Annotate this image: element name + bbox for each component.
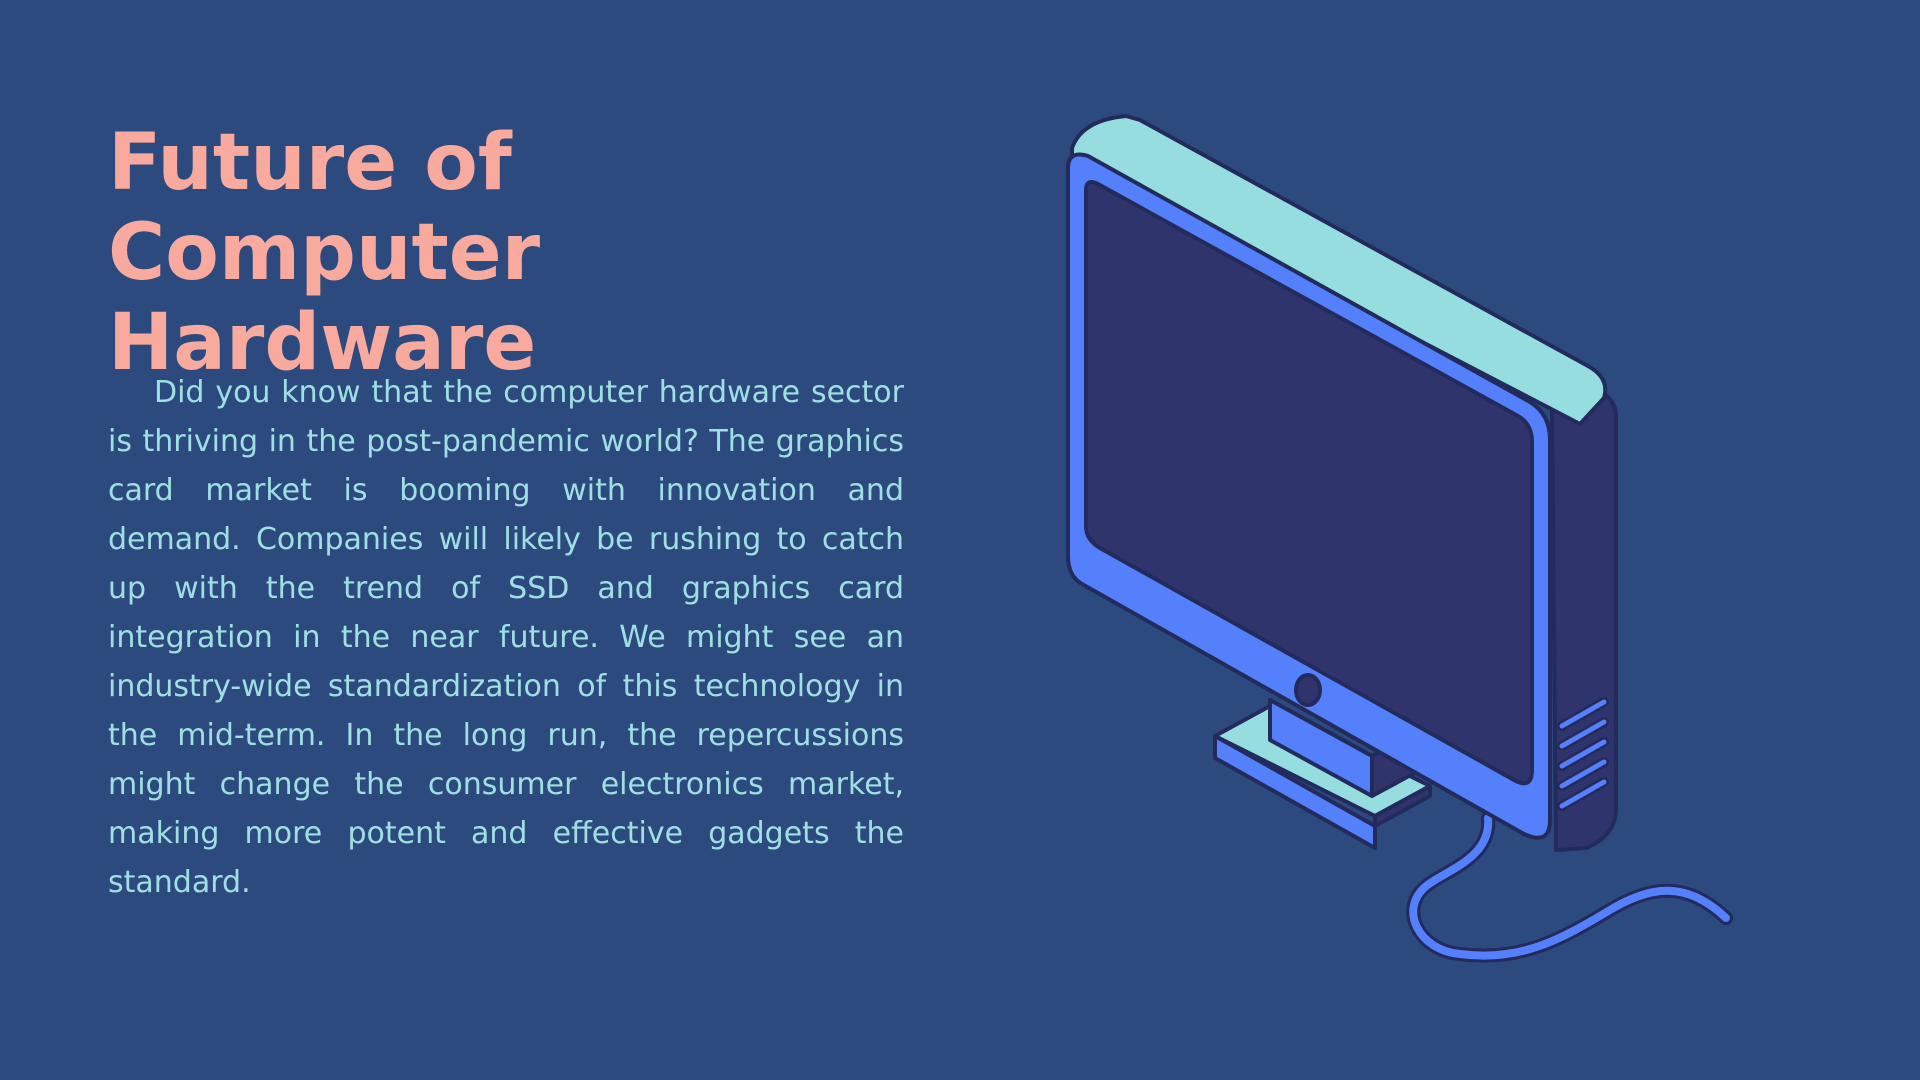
slide-body-text: Did you know that the computer hardware … xyxy=(108,375,904,900)
stand-base-front xyxy=(1213,734,1377,850)
monitor-screen xyxy=(1084,180,1534,786)
computer-monitor-icon xyxy=(1066,114,1733,963)
monitor-top xyxy=(1070,114,1608,426)
stand-base-side xyxy=(1373,784,1432,828)
power-button-icon xyxy=(1294,673,1322,707)
slide-title: Future of Computer Hardware xyxy=(108,118,541,388)
